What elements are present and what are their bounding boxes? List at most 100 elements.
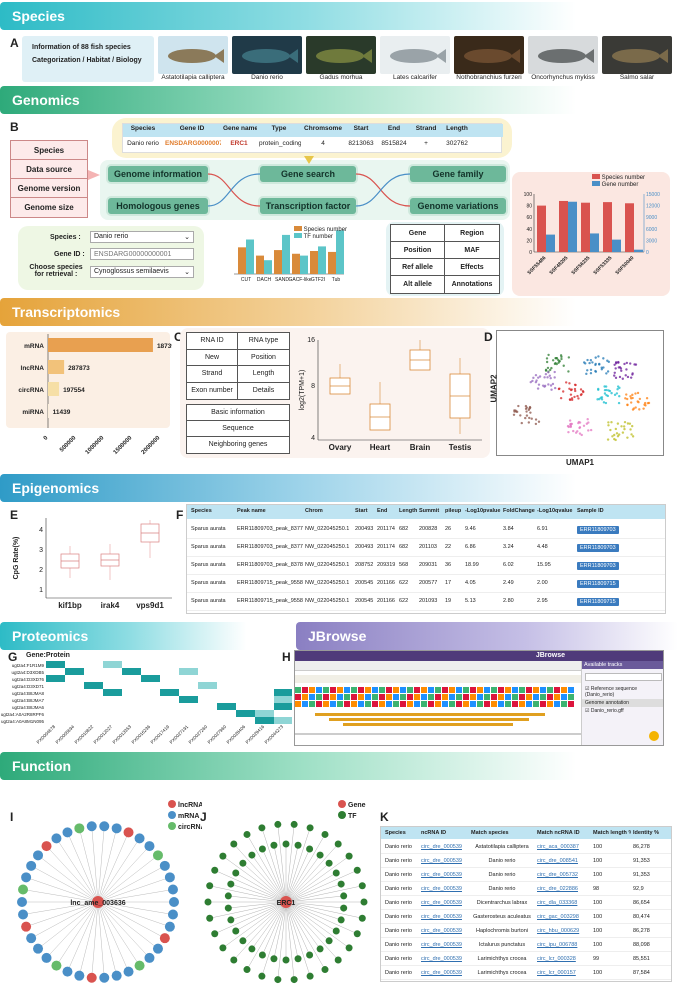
genome-information-button[interactable]: Genome information	[108, 166, 208, 182]
peak-cell: 201166	[377, 598, 395, 604]
k-cell[interactable]: circ_lcr_000328	[537, 956, 576, 962]
bar-tf	[246, 239, 254, 274]
umap-point	[564, 381, 568, 384]
k-cell: 100	[593, 844, 603, 850]
tick-label: SSF53335	[592, 255, 613, 276]
umap-point	[559, 396, 563, 400]
edge	[67, 832, 99, 903]
k-cell[interactable]: circ_aca_000387	[537, 844, 579, 850]
fish-body	[464, 49, 512, 63]
genome-attribute-item: Species	[11, 141, 87, 160]
sample-id-button[interactable]: ERR11809715	[577, 580, 619, 588]
k-cell[interactable]: circ_dre_022886	[537, 886, 578, 892]
k-cell[interactable]: circ_dre_000539	[421, 844, 462, 850]
k-cell[interactable]: circ_dre_000539	[421, 970, 462, 976]
col-label: PXD004678	[36, 724, 57, 745]
k-cell[interactable]: circ_dre_000539	[421, 858, 462, 864]
homologous-genes-button[interactable]: Homologous genes	[108, 198, 208, 214]
k-cell[interactable]: circ_dre_000539	[421, 900, 462, 906]
track-filter-input[interactable]	[585, 673, 662, 681]
heat-cell	[274, 717, 292, 724]
k-cell: Larimichthys crocea	[477, 970, 527, 976]
edge	[285, 901, 321, 950]
node	[152, 850, 163, 861]
checkbox-icon[interactable]: ☑	[585, 686, 590, 692]
umap-point	[555, 357, 558, 360]
k-cell[interactable]: circ_hbu_000629	[537, 928, 580, 934]
gene-id-input[interactable]	[90, 248, 194, 260]
k-cell[interactable]: circ_lcr_000157	[537, 970, 576, 976]
heat-cell	[122, 668, 141, 675]
umap-point	[628, 422, 632, 425]
umap-point	[576, 394, 579, 398]
k-cell[interactable]: circ_dre_000539	[421, 872, 462, 878]
rna-info-section[interactable]: Neighboring genes	[208, 441, 268, 448]
umap-point	[600, 368, 604, 371]
umap-point	[538, 375, 542, 378]
umap-point	[620, 369, 623, 372]
edge	[26, 877, 99, 903]
fish-tail	[584, 49, 594, 63]
retrieval-species-select[interactable]: Cynoglossus semilaevis⌄	[90, 266, 194, 278]
help-button[interactable]	[649, 731, 659, 741]
k-cell[interactable]: circ_ipu_006788	[537, 942, 578, 948]
sample-id-button[interactable]: ERR11809715	[577, 598, 619, 606]
peak-header: Peak name	[237, 508, 266, 514]
k-cell[interactable]: circ_dre_000539	[421, 956, 462, 962]
gene-table-cell[interactable]: ENSDARG00000076014	[165, 140, 221, 147]
y-tick: 4	[39, 527, 43, 534]
col-label: PXD027260	[188, 724, 209, 745]
peak-cell: 2.95	[537, 598, 548, 604]
base	[428, 687, 434, 693]
edge	[285, 901, 363, 919]
track-bg	[295, 671, 581, 745]
k-cell[interactable]: circ_gac_003298	[537, 914, 579, 920]
umap-point	[578, 432, 582, 435]
umap-point	[634, 406, 637, 409]
peak-cell: 15.95	[537, 562, 551, 568]
umap-point	[613, 363, 616, 366]
edge	[285, 901, 295, 980]
k-cell[interactable]: circ_dla_033368	[537, 900, 578, 906]
edge	[97, 845, 150, 903]
base	[309, 694, 315, 700]
base	[407, 687, 413, 693]
sample-id-button[interactable]: ERR11809703	[577, 526, 619, 534]
track-group-annotation[interactable]: Genome annotation	[582, 699, 663, 707]
umap-point	[546, 376, 549, 379]
k-cell[interactable]: circ_dre_005732	[537, 872, 578, 878]
genome-variations-button[interactable]: Genome variations	[410, 198, 506, 214]
checkbox-icon[interactable]: ☑	[585, 708, 590, 714]
umap-point	[589, 372, 593, 375]
jbrowse-tracks[interactable]	[295, 671, 581, 746]
k-cell[interactable]: circ_dre_000539	[421, 928, 462, 934]
jbrowse-toolbar[interactable]	[295, 661, 581, 671]
sample-id-button[interactable]: ERR11809703	[577, 562, 619, 570]
rna-info-section[interactable]: Basic information	[187, 405, 289, 421]
k-cell[interactable]: circ_dre_000539	[421, 886, 462, 892]
rna-info-section[interactable]: Sequence	[187, 421, 289, 437]
k-cell[interactable]: circ_dre_000539	[421, 942, 462, 948]
node	[18, 884, 29, 895]
umap-point	[548, 374, 551, 377]
k-cell[interactable]: circ_dre_008541	[537, 858, 578, 864]
peak-cell: 36	[445, 562, 452, 568]
species-select[interactable]: Danio rerio⌄	[90, 231, 194, 243]
umap-point	[630, 424, 634, 428]
edge	[273, 901, 287, 959]
gene-family-button[interactable]: Gene family	[410, 166, 506, 182]
sample-id-button[interactable]: ERR11809703	[577, 544, 619, 552]
track-option-gff[interactable]: ☑ Danio_rerio.gff	[582, 707, 663, 715]
umap-point	[567, 370, 570, 373]
rna-bar-chart: mRNA1873956lncRNA287873circRNA197554miRN…	[6, 332, 172, 456]
umap-point	[631, 435, 635, 438]
gene-search-button[interactable]: Gene search	[260, 166, 356, 182]
k-cell[interactable]: circ_dre_000539	[421, 914, 462, 920]
umap-point	[549, 368, 552, 372]
variation-cell: Alt allele	[391, 276, 446, 293]
node	[33, 943, 44, 954]
transcription-factor-button[interactable]: Transcription factor	[260, 198, 356, 214]
track-option-reference[interactable]: ☑ Reference sequence (Danio_rerio)	[582, 685, 663, 699]
umap-point	[594, 356, 597, 359]
k-cell: 86,278	[633, 844, 650, 850]
